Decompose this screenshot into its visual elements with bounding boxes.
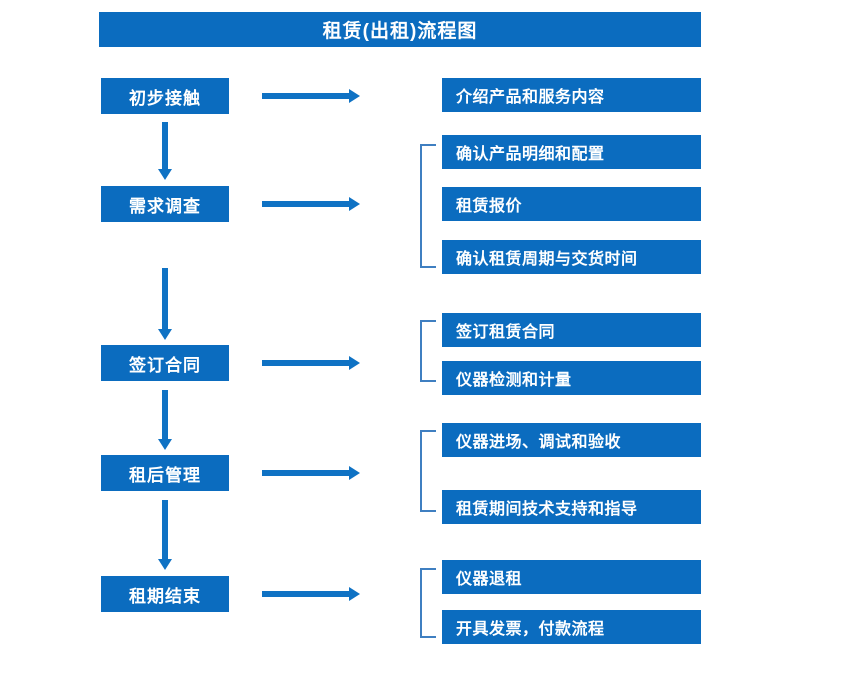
- stage-box-1[interactable]: 初步接触: [101, 78, 229, 114]
- detail-box-4-2[interactable]: 租赁期间技术支持和指导: [442, 490, 701, 524]
- arrow-shaft: [262, 470, 350, 476]
- detail-box-5-1[interactable]: 仪器退租: [442, 560, 701, 594]
- right-arrow-1: [262, 89, 360, 103]
- down-arrow-3: [158, 390, 172, 450]
- arrow-shaft: [162, 268, 168, 329]
- stage-box-3[interactable]: 签订合同: [101, 345, 229, 381]
- down-arrow-4: [158, 500, 172, 570]
- right-arrow-3: [262, 356, 360, 370]
- detail-box-3-2[interactable]: 仪器检测和计量: [442, 361, 701, 395]
- detail-box-4-1[interactable]: 仪器进场、调试和验收: [442, 423, 701, 457]
- arrow-shaft: [262, 201, 350, 207]
- right-arrow-2: [262, 197, 360, 211]
- arrow-head: [349, 197, 360, 211]
- detail-box-2-3[interactable]: 确认租赁周期与交货时间: [442, 240, 701, 274]
- group-bracket-2: [420, 144, 436, 268]
- arrow-head: [158, 559, 172, 570]
- stage-box-4[interactable]: 租后管理: [101, 455, 229, 491]
- arrow-shaft: [262, 93, 350, 99]
- arrow-shaft: [162, 500, 168, 559]
- arrow-shaft: [162, 122, 168, 169]
- stage-box-5[interactable]: 租期结束: [101, 576, 229, 612]
- flowchart-title: 租赁(出租)流程图: [99, 12, 701, 47]
- down-arrow-1: [158, 122, 172, 180]
- detail-box-5-2[interactable]: 开具发票，付款流程: [442, 610, 701, 644]
- stage-box-2[interactable]: 需求调查: [101, 186, 229, 222]
- down-arrow-2: [158, 268, 172, 340]
- right-arrow-4: [262, 466, 360, 480]
- group-bracket-3: [420, 320, 436, 382]
- arrow-head: [349, 89, 360, 103]
- detail-box-2-1[interactable]: 确认产品明细和配置: [442, 135, 701, 169]
- group-bracket-5: [420, 568, 436, 638]
- group-bracket-4: [420, 430, 436, 512]
- arrow-head: [158, 329, 172, 340]
- arrow-head: [349, 587, 360, 601]
- detail-box-1-1[interactable]: 介绍产品和服务内容: [442, 78, 701, 112]
- detail-box-2-2[interactable]: 租赁报价: [442, 187, 701, 221]
- arrow-head: [349, 356, 360, 370]
- arrow-shaft: [262, 360, 350, 366]
- arrow-head: [158, 169, 172, 180]
- right-arrow-5: [262, 587, 360, 601]
- arrow-shaft: [262, 591, 350, 597]
- arrow-head: [349, 466, 360, 480]
- detail-box-3-1[interactable]: 签订租赁合同: [442, 313, 701, 347]
- arrow-shaft: [162, 390, 168, 439]
- arrow-head: [158, 439, 172, 450]
